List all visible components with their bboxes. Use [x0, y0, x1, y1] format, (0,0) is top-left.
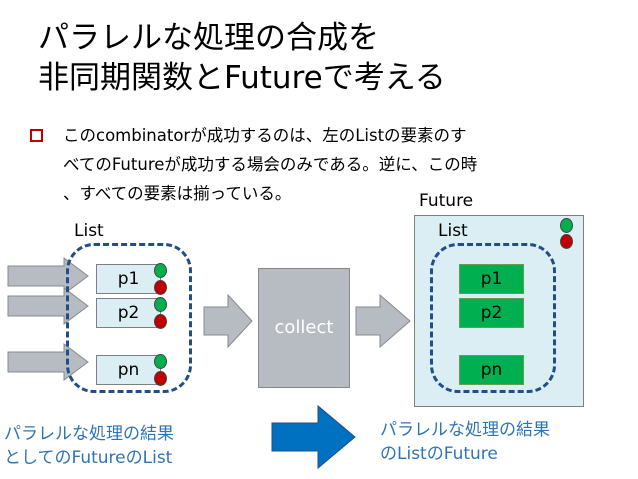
failure-dot-icon: [154, 371, 167, 386]
failure-dot-icon: [154, 280, 167, 295]
future-success-dot-icon: [560, 218, 573, 233]
right-caption-line-2: のListのFuture: [380, 444, 498, 464]
left-caption-line-2: としてのFutureのList: [4, 448, 173, 468]
failure-dot-icon: [154, 314, 167, 329]
right-list-group: [430, 243, 556, 393]
slide-title: パラレルな処理の合成を 非同期関数とFutureで考える: [38, 18, 628, 98]
bullet-line-1: このcombinatorが成功するのは、左のListの要素のす: [63, 126, 467, 145]
right-item-pn: pn: [459, 355, 524, 385]
title-line-2: 非同期関数とFutureで考える: [38, 60, 446, 96]
transform-arrow: [271, 404, 356, 470]
left-list-label: List: [74, 221, 104, 241]
success-dot-icon: [154, 263, 167, 278]
title-line-1: パラレルな処理の合成を: [38, 20, 379, 56]
right-item-p1: p1: [459, 264, 524, 294]
left-item-p1: p1: [96, 264, 161, 294]
bullet-line-2: べてのFutureが成功する場会のみである。逆に、この時: [63, 155, 478, 174]
right-caption: パラレルな処理の結果 のListのFuture: [380, 418, 550, 466]
left-caption-line-1: パラレルな処理の結果: [4, 424, 174, 444]
right-caption-line-1: パラレルな処理の結果: [380, 420, 550, 440]
to-collect-arrow: [203, 293, 253, 349]
left-item-p2: p2: [96, 298, 161, 328]
from-collect-arrow: [355, 293, 411, 349]
collect-box: collect: [258, 268, 350, 388]
right-list-label: List: [438, 221, 468, 241]
future-label: Future: [419, 191, 474, 211]
left-caption: パラレルな処理の結果 としてのFutureのList: [4, 422, 174, 470]
bullet-text: このcombinatorが成功するのは、左のListの要素のす べてのFutur…: [63, 121, 628, 208]
success-dot-icon: [154, 354, 167, 369]
future-failure-dot-icon: [560, 234, 573, 249]
right-item-p2: p2: [459, 298, 524, 328]
success-dot-icon: [154, 297, 167, 312]
bullet-line-3: 、すべての要素は揃っている。: [63, 184, 292, 203]
left-list-group: [66, 243, 192, 393]
left-item-pn: pn: [96, 355, 161, 385]
bullet-square-icon: [30, 129, 43, 142]
